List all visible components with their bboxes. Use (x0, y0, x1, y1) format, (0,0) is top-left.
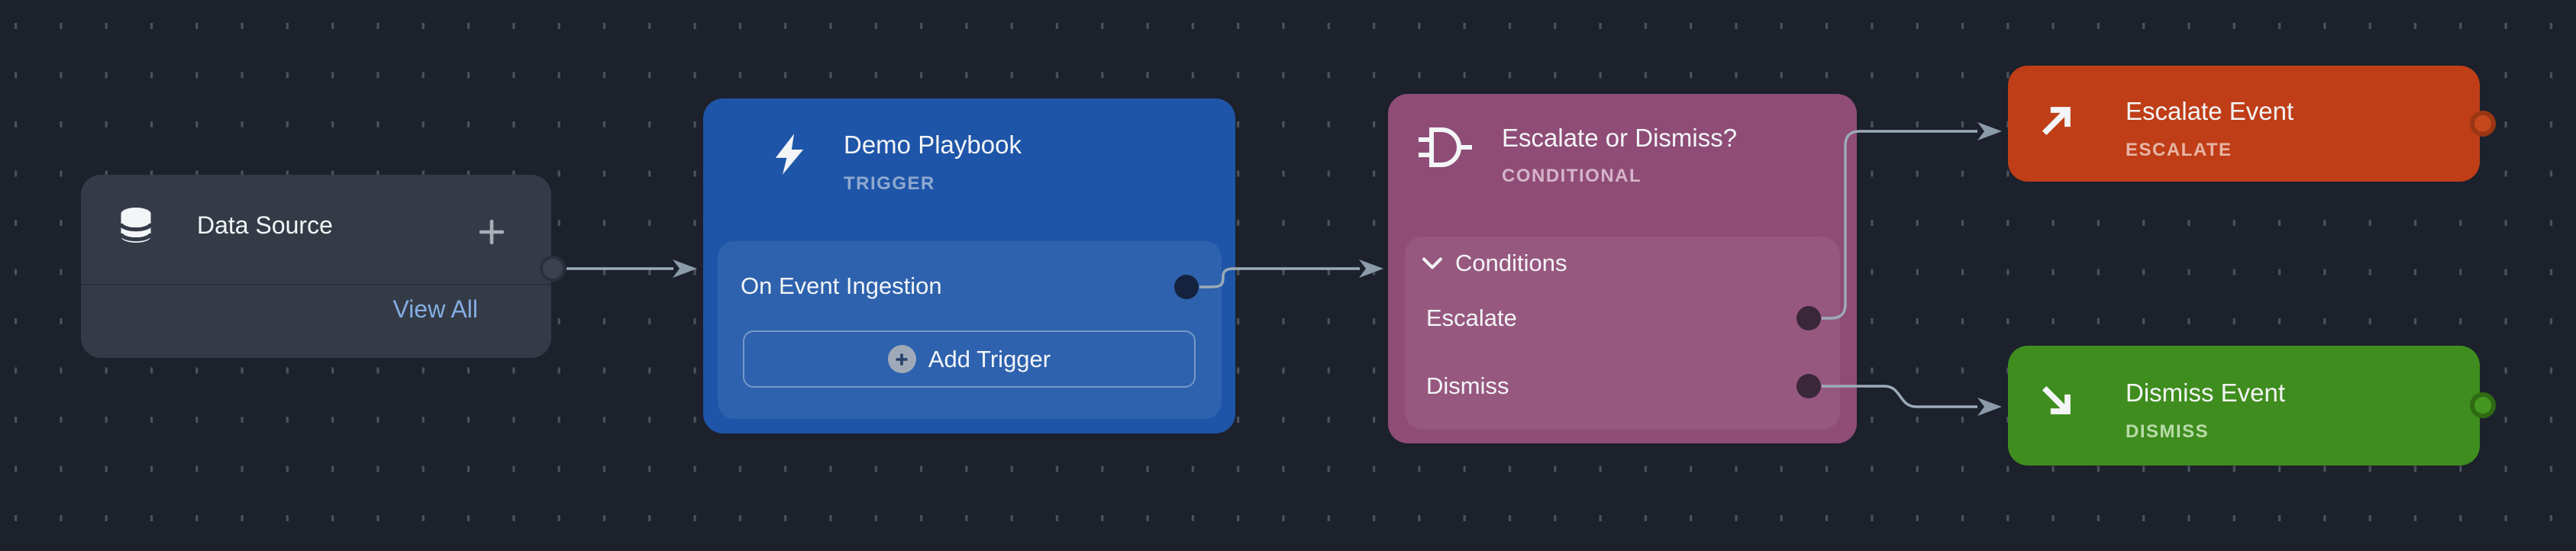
add-trigger-label: Add Trigger (928, 345, 1051, 372)
node-escalate-or-dismiss[interactable]: Escalate or Dismiss? CONDITIONAL Conditi… (1388, 94, 1857, 443)
conditions-section-header[interactable]: Conditions (1455, 250, 1567, 276)
edge-arrowhead (1977, 398, 2002, 416)
conditions-panel: Conditions Escalate Dismiss (1405, 237, 1840, 430)
output-handle[interactable] (1174, 275, 1199, 299)
edge-arrowhead (673, 259, 697, 278)
add-data-source-button[interactable] (476, 217, 507, 247)
node-type-label: DISMISS (2126, 421, 2210, 442)
arrow-down-right-icon (2042, 385, 2071, 414)
node-type-label: TRIGGER (844, 173, 935, 194)
output-handle[interactable] (2470, 111, 2496, 137)
node-demo-playbook[interactable]: Demo Playbook TRIGGER On Event Ingestion… (703, 98, 1235, 433)
output-handle[interactable] (540, 256, 566, 282)
node-type-label: ESCALATE (2126, 140, 2232, 160)
trigger-row-on-event-ingestion[interactable]: On Event Ingestion (741, 272, 942, 299)
node-data-source[interactable]: Data Source View All (81, 175, 566, 358)
database-icon (118, 208, 153, 243)
arrow-up-right-icon (2042, 107, 2071, 136)
output-handle[interactable] (2470, 392, 2496, 418)
output-handle-escalate[interactable] (1796, 306, 1821, 330)
logic-gate-icon (1419, 127, 1472, 167)
branch-dismiss[interactable]: Dismiss (1426, 372, 1509, 399)
add-trigger-button[interactable]: Add Trigger (743, 330, 1196, 388)
plus-circle-icon (887, 345, 916, 373)
node-title: Demo Playbook (844, 130, 1022, 159)
edge-arrowhead (1359, 259, 1383, 278)
lightning-bolt-icon (775, 134, 804, 175)
edge-arrowhead (1977, 122, 2002, 140)
chevron-down-icon[interactable] (1422, 253, 1443, 273)
node-divider (81, 284, 551, 285)
node-title: Data Source (197, 211, 333, 239)
node-title: Escalate Event (2126, 97, 2294, 125)
node-type-label: CONDITIONAL (1502, 166, 1642, 186)
node-dismiss-event[interactable]: Dismiss Event DISMISS (2008, 346, 2496, 466)
node-title: Dismiss Event (2126, 379, 2286, 407)
output-handle-dismiss[interactable] (1796, 374, 1821, 398)
node-title: Escalate or Dismiss? (1502, 124, 1738, 152)
node-escalate-event[interactable]: Escalate Event ESCALATE (2008, 66, 2496, 182)
branch-escalate[interactable]: Escalate (1426, 304, 1517, 331)
trigger-panel: On Event Ingestion Add Trigger (718, 241, 1222, 419)
view-all-link[interactable]: View All (392, 295, 478, 323)
